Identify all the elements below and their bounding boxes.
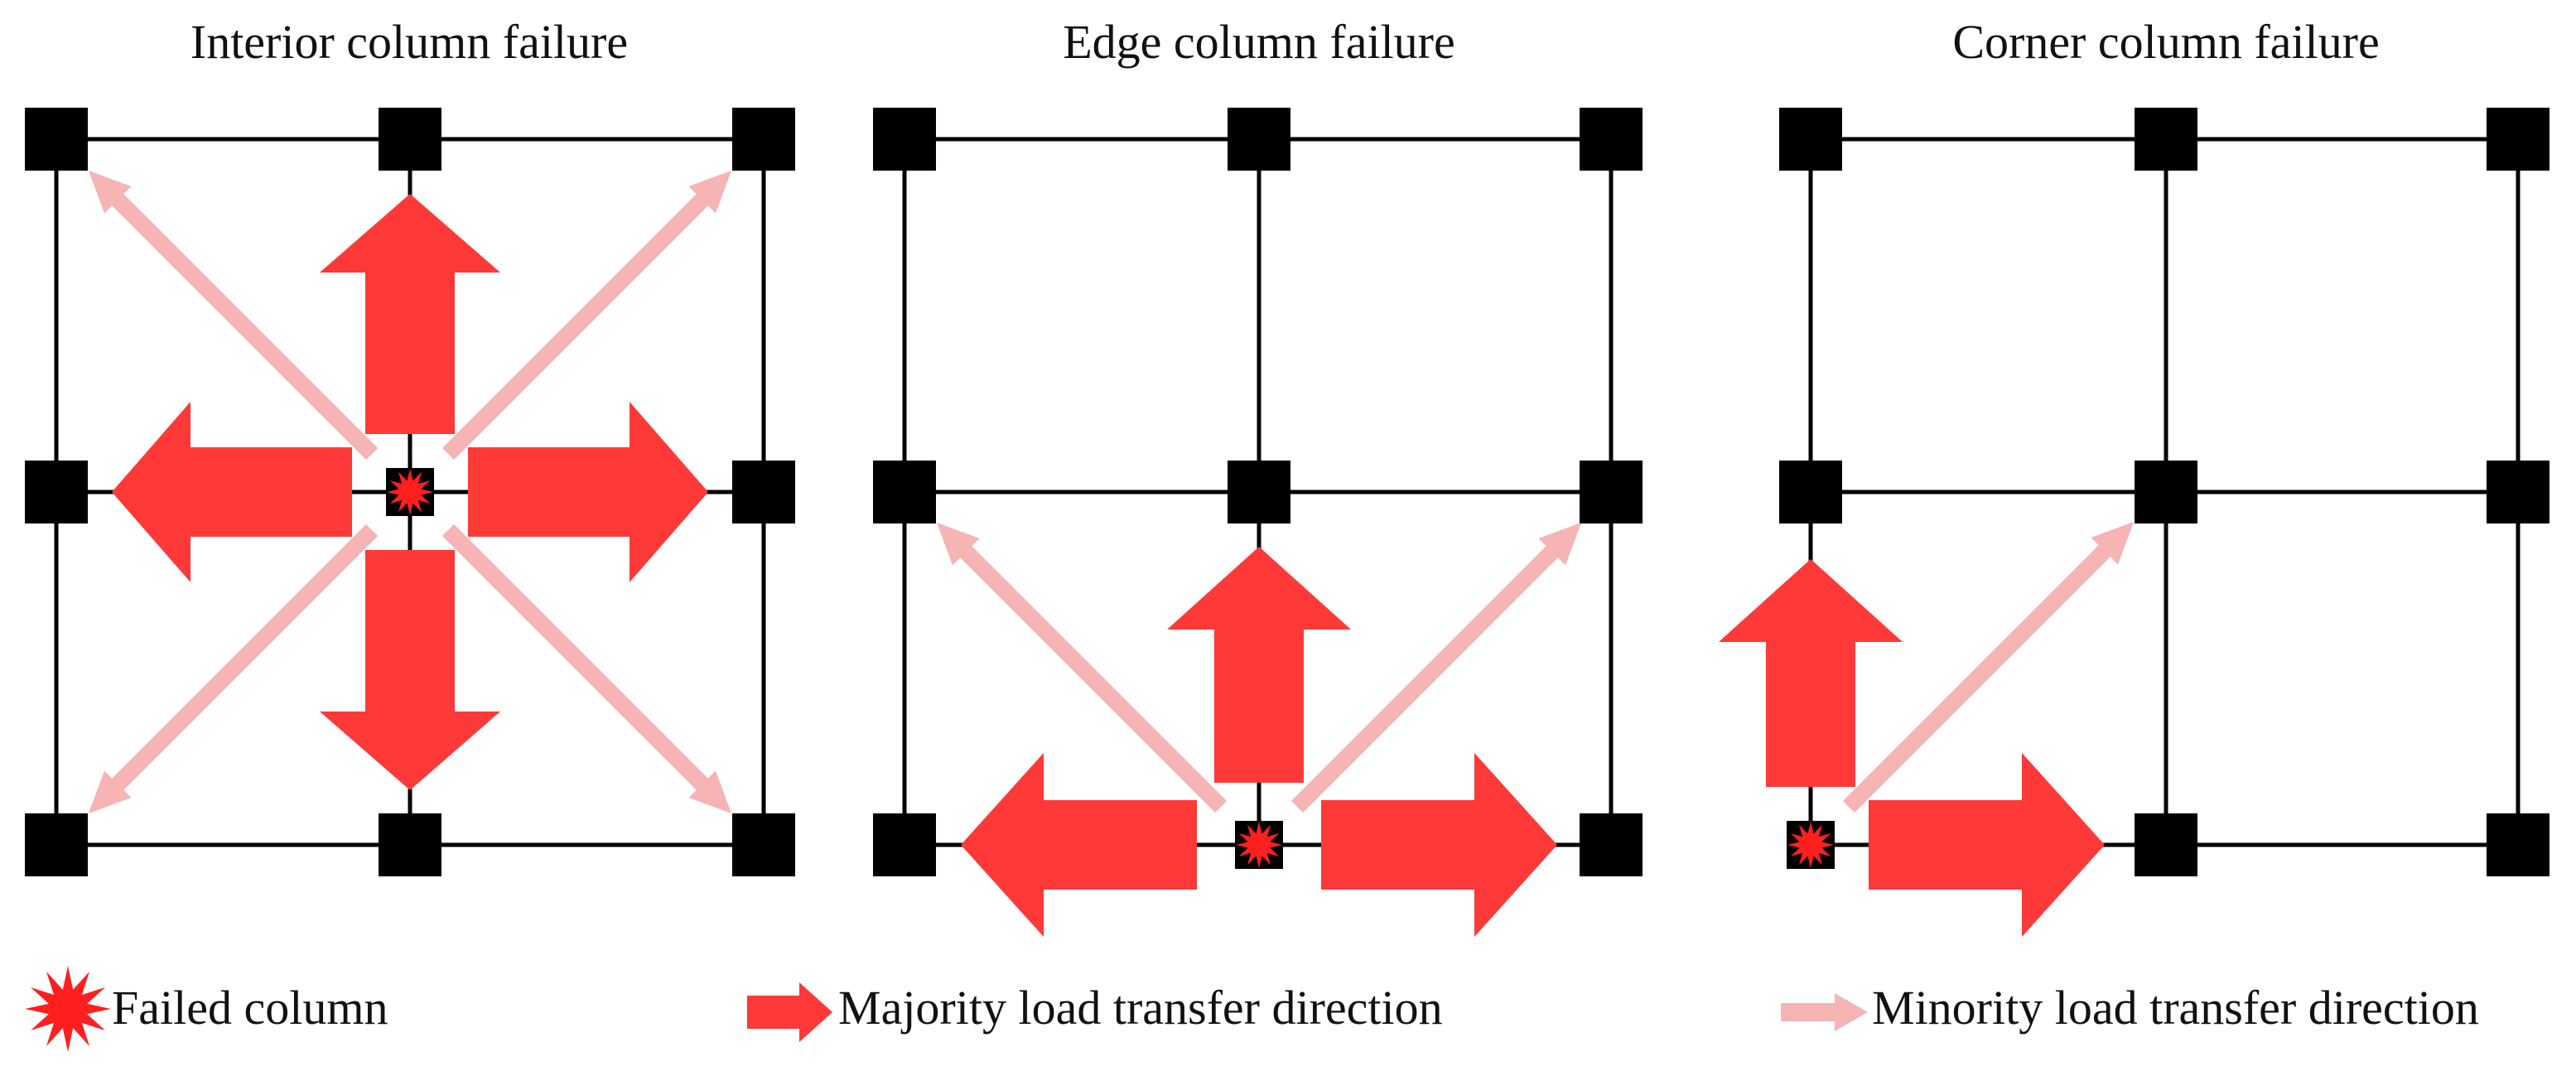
columns	[25, 108, 795, 876]
red-arrow-icon	[747, 982, 832, 1042]
panel-corner	[1719, 108, 2549, 937]
column	[1580, 813, 1643, 876]
minority-arrow-down-left	[88, 523, 379, 814]
column	[2487, 813, 2549, 876]
failed-column	[1235, 821, 1283, 869]
minority-arrow-up-left	[936, 522, 1228, 813]
majority-arrow-up	[1167, 547, 1351, 783]
column	[379, 813, 441, 876]
majority-arrows	[112, 194, 708, 790]
legend: Failed column Majority load transfer dir…	[25, 966, 2479, 1052]
column	[2487, 108, 2549, 171]
column	[1580, 108, 1643, 171]
legend-label-failed: Failed column	[112, 981, 388, 1035]
panel-interior	[25, 108, 795, 876]
column	[732, 108, 795, 171]
panel-edge	[873, 108, 1643, 937]
pink-arrow-icon	[1781, 993, 1868, 1031]
majority-arrow-right	[1869, 753, 2105, 937]
minority-arrow-up-right	[1842, 521, 2135, 813]
majority-arrow-left	[961, 753, 1197, 937]
pink-arrow-shape	[1781, 993, 1868, 1031]
majority-arrow-left	[112, 402, 352, 582]
column	[25, 461, 88, 523]
minority-arrows	[1842, 521, 2135, 813]
red-arrow-shape	[747, 982, 832, 1042]
starburst-icon	[25, 966, 111, 1052]
column	[2135, 813, 2197, 876]
column	[25, 108, 88, 171]
column	[25, 813, 88, 876]
minority-arrows	[936, 522, 1582, 813]
column	[732, 461, 795, 523]
majority-arrow-down	[320, 550, 500, 790]
legend-label-majority: Majority load transfer direction	[838, 981, 1443, 1035]
column	[873, 108, 936, 171]
minority-arrow-up-right	[441, 170, 732, 461]
starburst-icon	[1236, 822, 1282, 868]
column	[1779, 108, 1842, 171]
minority-arrow-down-right	[441, 523, 732, 814]
majority-arrows	[1719, 559, 2105, 937]
majority-arrow-up	[1719, 559, 1903, 787]
starburst-icon	[1787, 822, 1834, 868]
column	[2135, 461, 2197, 523]
legend-label-minority: Minority load transfer direction	[1872, 981, 2479, 1035]
majority-arrow-right	[468, 402, 708, 582]
majority-arrow-up	[320, 194, 500, 434]
panel-title-edge: Edge column failure	[1063, 15, 1455, 69]
columns	[873, 108, 1643, 876]
starburst-icon	[387, 469, 433, 515]
column	[873, 813, 936, 876]
column	[732, 813, 795, 876]
minority-arrow-up-left	[88, 170, 379, 461]
failed-column	[386, 468, 434, 516]
column	[1228, 461, 1290, 523]
panel-title-corner: Corner column failure	[1952, 15, 2379, 69]
majority-arrows	[961, 547, 1557, 937]
starburst-shape	[25, 966, 111, 1052]
column	[1580, 461, 1643, 523]
minority-arrow-up-right	[1290, 522, 1582, 813]
column	[379, 108, 441, 171]
column	[2135, 108, 2197, 171]
minority-arrows	[88, 170, 732, 814]
failed-column	[1787, 821, 1835, 869]
column	[1779, 461, 1842, 523]
columns	[1779, 108, 2549, 876]
column	[2487, 461, 2549, 523]
column	[873, 461, 936, 523]
column	[1228, 108, 1290, 171]
majority-arrow-right	[1321, 753, 1557, 937]
panel-title-interior: Interior column failure	[191, 15, 628, 69]
